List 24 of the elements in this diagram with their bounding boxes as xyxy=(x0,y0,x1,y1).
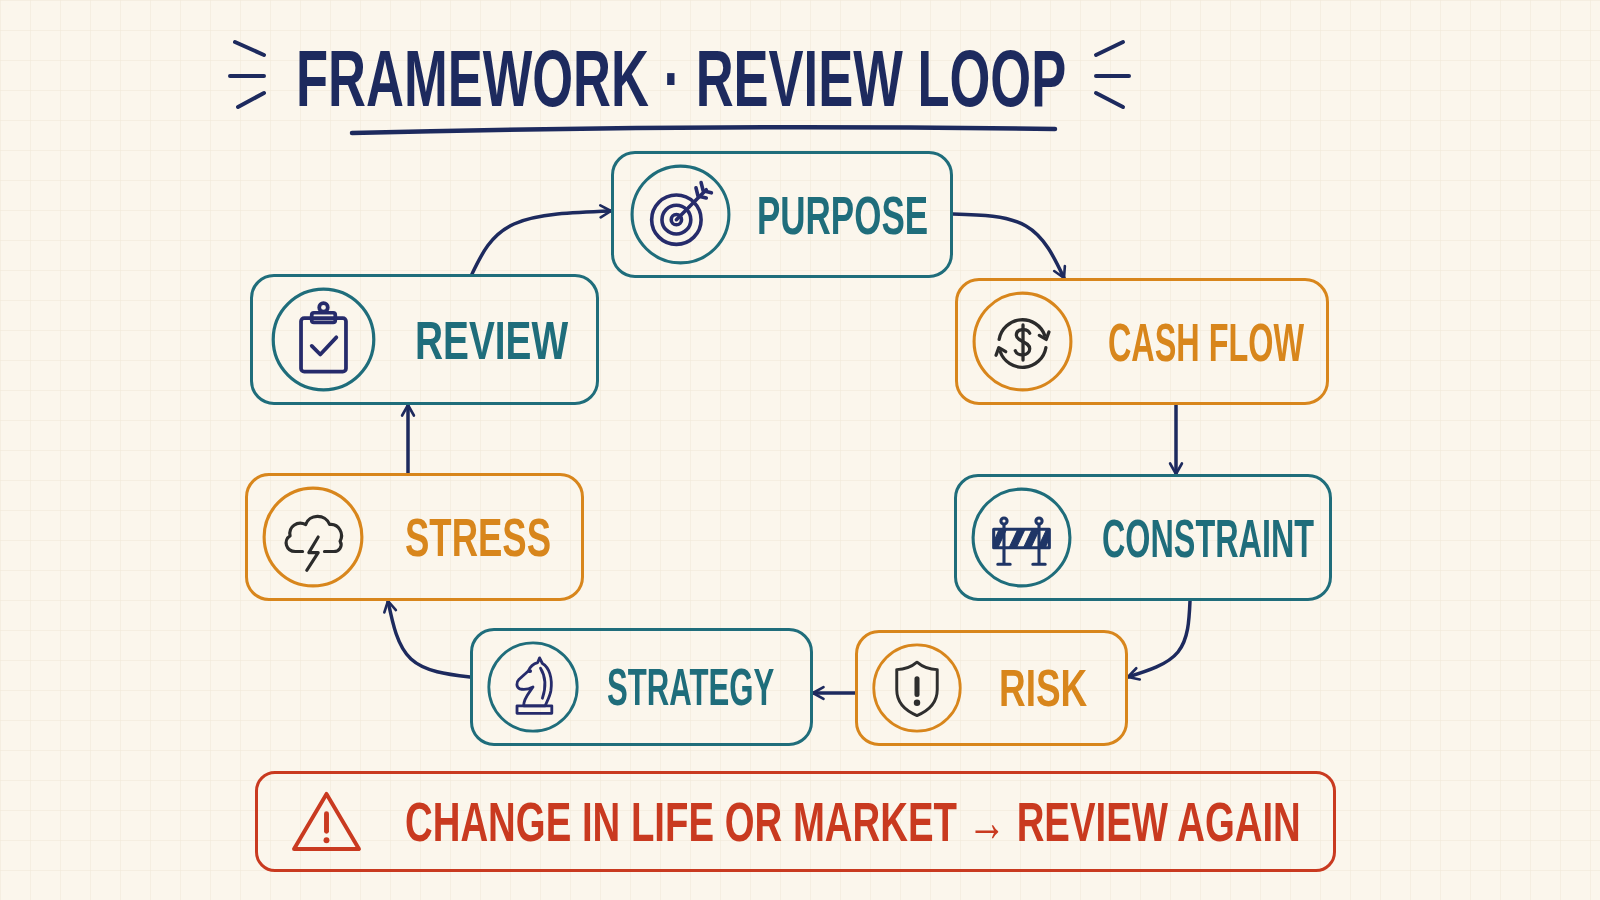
arrow xyxy=(1168,403,1184,476)
warning-banner xyxy=(255,771,1336,872)
step-box xyxy=(245,473,584,601)
step-box xyxy=(611,151,953,278)
step-label: REVIEW xyxy=(415,312,568,367)
banner-text: CHANGE IN LIFE OR MARKET → REVIEW AGAIN xyxy=(405,793,1301,850)
step-label: STRATEGY xyxy=(607,661,775,713)
step-label: STRESS xyxy=(405,510,552,564)
step-label: RISK xyxy=(999,662,1088,714)
arrow xyxy=(951,212,1067,280)
step-box xyxy=(470,628,813,746)
step-box xyxy=(954,474,1332,601)
arrow xyxy=(811,685,857,701)
step-label: PURPOSE xyxy=(757,187,929,242)
step-box xyxy=(250,274,599,405)
step-box xyxy=(855,630,1128,746)
arrow xyxy=(400,403,416,475)
step-label: CASH FLOW xyxy=(1108,314,1304,369)
arrow xyxy=(470,204,613,276)
arrow xyxy=(1126,599,1192,681)
diagram-title: FRAMEWORK · REVIEW LOOP xyxy=(296,39,1067,119)
step-box xyxy=(955,278,1329,405)
step-label: CONSTRAINT xyxy=(1102,510,1314,565)
arrow xyxy=(383,599,472,679)
